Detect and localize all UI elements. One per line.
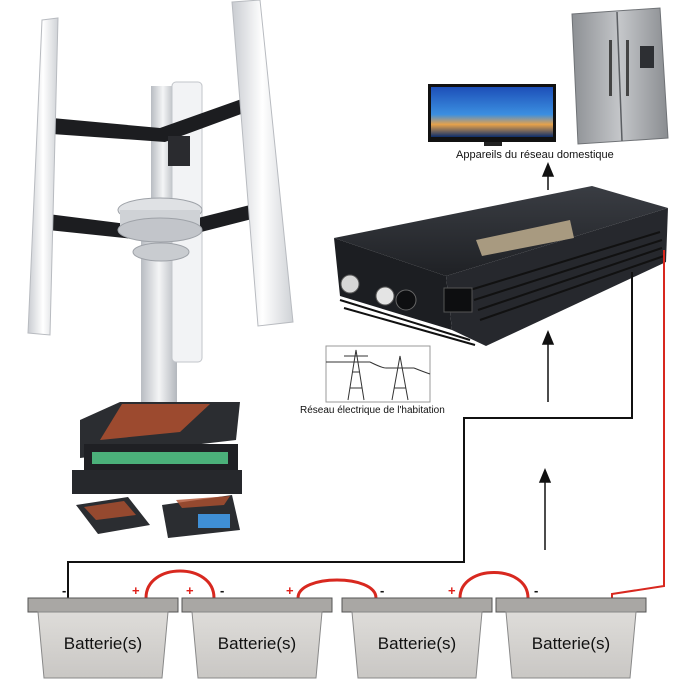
battery-2-minus: -: [220, 583, 225, 598]
flow-arrows: [538, 162, 555, 550]
power-pylon-sketch: [325, 345, 431, 403]
fridge-door-split: [616, 11, 623, 142]
controller-main-base: [72, 470, 242, 494]
refrigerator: [571, 7, 669, 145]
battery-2-label: Batterie(s): [217, 634, 297, 653]
grid-tie-inverter: [334, 186, 668, 346]
turbine-blade-left: [27, 17, 59, 336]
battery-1-label: Batterie(s): [63, 634, 143, 653]
controller-small-left-stripe: [84, 501, 136, 520]
battery-3-plus: +: [286, 583, 294, 598]
battery-4-label: Batterie(s): [531, 634, 611, 653]
jumper-3: [458, 571, 530, 599]
controller-main-stripe: [100, 404, 210, 440]
turbine-arm-lower: [48, 205, 252, 242]
inverter-connector-1: [375, 286, 395, 306]
fridge-handle-left: [609, 40, 612, 96]
battery-3-minus: -: [380, 583, 385, 598]
jumper-2: [296, 578, 378, 599]
pylon-frame: [325, 345, 431, 403]
grid-label: Réseau électrique de l'habitation: [300, 405, 445, 416]
wind-turbine: [27, 0, 294, 408]
battery-3: [341, 597, 493, 679]
wire-negative-to-controller: [67, 272, 633, 598]
battery-2: [181, 597, 333, 679]
television: [428, 84, 556, 146]
battery-4-plus: +: [448, 583, 456, 598]
fridge-dispenser: [640, 46, 654, 68]
turbine-hub-base: [117, 217, 203, 243]
controller-small-right-stripe: [176, 496, 230, 508]
arrow-grid-to-inverter-head: [541, 330, 555, 345]
battery-3-label: Batterie(s): [377, 634, 457, 653]
inverter-heatsink-fins: [339, 231, 665, 346]
battery-4: [495, 597, 647, 679]
inverter-ac-socket: [443, 287, 473, 313]
arrow-inverter-to-appliances-head: [541, 162, 555, 177]
battery-1-plus: +: [132, 583, 140, 598]
inverter-label-plate: [476, 220, 574, 256]
appliances-label: Appareils du réseau domestique: [456, 149, 614, 161]
wiring: [67, 250, 665, 599]
controller-terminal-strip: [92, 452, 228, 464]
battery-2-plus: +: [186, 583, 194, 598]
turbine-arm-upper: [52, 96, 252, 142]
charge-controller-group: [72, 402, 242, 538]
battery-4-minus: -: [534, 583, 539, 598]
turbine-collar: [132, 242, 190, 262]
battery-1-minus: -: [62, 583, 67, 598]
arrow-battery-to-inverter-head: [538, 468, 552, 483]
wire-positive-to-inverter: [611, 250, 665, 598]
tv-stand: [484, 142, 502, 146]
battery-1: [27, 597, 179, 679]
jumper-1: [144, 569, 216, 599]
inverter-top: [334, 186, 668, 276]
inverter-knob: [340, 274, 360, 294]
fridge-handle-right: [626, 40, 629, 96]
controller-lcd-display: [198, 514, 230, 528]
tv-screen: [431, 87, 553, 137]
inverter-front: [334, 238, 452, 330]
turbine-bracket: [168, 136, 190, 166]
turbine-blade-right: [231, 0, 294, 327]
inverter-connector-2: [395, 289, 417, 311]
